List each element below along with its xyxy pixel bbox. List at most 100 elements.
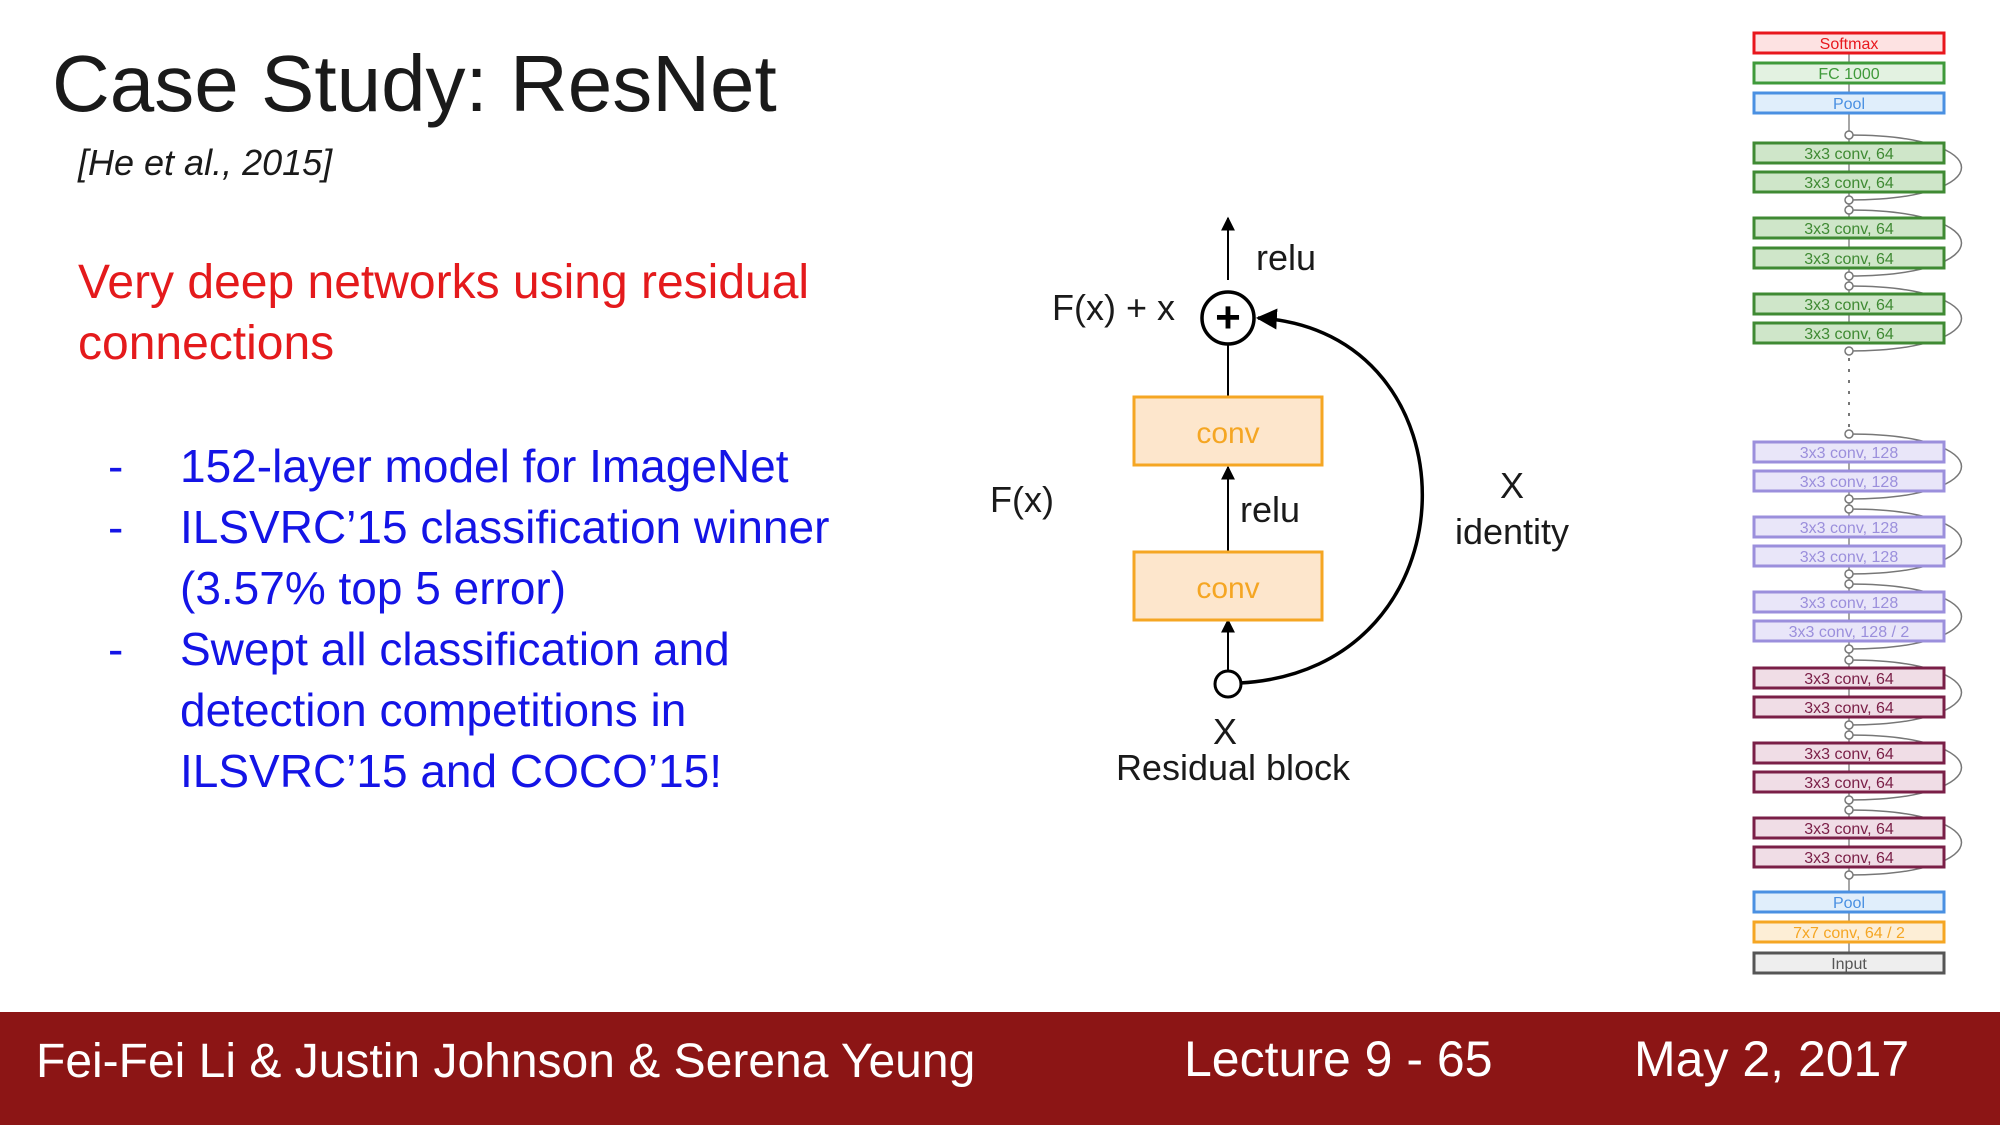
stack-junction-dot bbox=[1844, 429, 1854, 439]
bullet-item: - Swept all classification and detection … bbox=[108, 619, 908, 802]
stack-junction-dot bbox=[1844, 655, 1854, 665]
slide-title: Case Study: ResNet bbox=[52, 39, 777, 128]
stack-layer-label: 3x3 conv, 64 bbox=[1804, 700, 1894, 717]
residual-block-caption: Residual block bbox=[1116, 747, 1351, 788]
stack-layer-box bbox=[1752, 741, 1946, 765]
stack-layer-label: 3x3 conv, 64 bbox=[1804, 175, 1894, 192]
stack-layer-box bbox=[1752, 292, 1946, 316]
skip-connection-arc bbox=[1848, 209, 1963, 277]
residual-block-diagram: conv conv + relu F(x) + x relu F(x) X id… bbox=[990, 216, 1569, 788]
skip-connection-arc bbox=[1848, 433, 1963, 500]
bullet-marker: - bbox=[108, 440, 124, 492]
stack-layer-label: 3x3 conv, 64 bbox=[1804, 251, 1894, 268]
stack-layer-label: 3x3 conv, 64 bbox=[1804, 671, 1894, 688]
addition-node bbox=[1200, 290, 1256, 346]
stack-junction-dot bbox=[1844, 494, 1854, 504]
stack-layer-label: 3x3 conv, 64 bbox=[1804, 746, 1894, 763]
input-label: X bbox=[1213, 711, 1237, 752]
bullet-list: - 152-layer model for ImageNet - ILSVRC’15… bbox=[108, 436, 908, 802]
bullet-text: Swept all classification and detection c… bbox=[180, 623, 730, 797]
conv-box-top bbox=[1132, 395, 1324, 467]
stack-layer-box bbox=[1752, 816, 1946, 840]
stack-layer-label: FC 1000 bbox=[1818, 66, 1879, 83]
output-label: F(x) + x bbox=[1052, 287, 1175, 328]
relu-label-mid: relu bbox=[1240, 489, 1300, 530]
stack-junction-dot bbox=[1844, 730, 1854, 740]
footer-date: May 2, 2017 bbox=[1634, 1031, 1910, 1087]
stack-layer-box bbox=[1752, 141, 1946, 165]
stack-layer-label: 7x7 conv, 64 / 2 bbox=[1793, 925, 1905, 942]
input-node bbox=[1213, 669, 1243, 699]
stack-junction-dot bbox=[1844, 205, 1854, 215]
stack-layer-label: 3x3 conv, 64 bbox=[1804, 326, 1894, 343]
stack-junction-dot bbox=[1844, 795, 1854, 805]
stack-layer-label: 3x3 conv, 128 bbox=[1800, 445, 1899, 462]
skip-label-identity: identity bbox=[1455, 511, 1569, 552]
bullet-text: ILSVRC’15 classification winner (3.57% t… bbox=[180, 501, 830, 614]
stack-junction-dot bbox=[1844, 195, 1854, 205]
stack-junction-dot bbox=[1844, 805, 1854, 815]
stack-layer-box bbox=[1752, 890, 1946, 914]
stack-layer-label: 3x3 conv, 64 bbox=[1804, 221, 1894, 238]
stack-layer-box bbox=[1752, 920, 1946, 944]
stack-junction-dot bbox=[1844, 281, 1854, 291]
fx-label: F(x) bbox=[990, 479, 1054, 520]
stack-layer-box bbox=[1752, 770, 1946, 794]
stack-layer-box bbox=[1752, 666, 1946, 690]
stack-layer-box bbox=[1752, 951, 1946, 975]
stack-layer-box bbox=[1752, 619, 1946, 643]
stack-layer-label: 3x3 conv, 128 / 2 bbox=[1789, 624, 1910, 641]
stack-layer-box bbox=[1752, 321, 1946, 345]
skip-label-x: X bbox=[1500, 465, 1524, 506]
stack-junction-dot bbox=[1844, 569, 1854, 579]
stack-junction-dot bbox=[1844, 870, 1854, 880]
stack-junction-dot bbox=[1844, 130, 1854, 140]
stack-layer-box bbox=[1752, 695, 1946, 719]
stack-layer-box bbox=[1752, 440, 1946, 464]
footer-authors: Fei-Fei Li & Justin Johnson & Serena Yeu… bbox=[36, 1035, 976, 1088]
stack-junction-dot bbox=[1844, 644, 1854, 654]
stack-junction-dot bbox=[1844, 504, 1854, 514]
bullet-marker: - bbox=[108, 623, 124, 675]
skip-connection-arc bbox=[1848, 734, 1963, 801]
stack-layer-label: 3x3 conv, 64 bbox=[1804, 850, 1894, 867]
stack-layer-label: 3x3 conv, 64 bbox=[1804, 775, 1894, 792]
stack-layer-label: Softmax bbox=[1820, 36, 1879, 53]
stack-layer-box bbox=[1752, 845, 1946, 869]
stack-layer-box bbox=[1752, 515, 1946, 539]
stack-layer-label: 3x3 conv, 64 bbox=[1804, 297, 1894, 314]
skip-connection-arc bbox=[1848, 809, 1963, 876]
skip-connection-arrow bbox=[1239, 308, 1425, 685]
stack-layer-box bbox=[1752, 61, 1946, 85]
stack-layer-box bbox=[1752, 31, 1946, 55]
stack-layer-box bbox=[1752, 544, 1946, 568]
citation: [He et al., 2015] bbox=[78, 142, 333, 183]
bullet-text: 152-layer model for ImageNet bbox=[180, 440, 789, 492]
stack-layer-label: 3x3 conv, 128 bbox=[1800, 520, 1899, 537]
stack-layer-label: Pool bbox=[1833, 96, 1865, 113]
stack-layer-label: Input bbox=[1831, 956, 1867, 973]
stack-layer-box bbox=[1752, 469, 1946, 493]
stack-layer-box bbox=[1752, 590, 1946, 614]
headline: Very deep networks using residual connec… bbox=[78, 256, 810, 370]
conv-label-top: conv bbox=[1196, 417, 1259, 450]
stack-layer-label: 3x3 conv, 128 bbox=[1800, 474, 1899, 491]
stack-layer-box bbox=[1752, 170, 1946, 194]
stack-junction-dot bbox=[1844, 720, 1854, 730]
stack-junction-dot bbox=[1844, 579, 1854, 589]
skip-connection-arc bbox=[1848, 659, 1963, 726]
bullet-item: - ILSVRC’15 classification winner (3.57% … bbox=[108, 497, 908, 619]
stack-junction-dot bbox=[1844, 346, 1854, 356]
stack-layer-label: 3x3 conv, 128 bbox=[1800, 549, 1899, 566]
relu-label-top: relu bbox=[1256, 237, 1316, 278]
bullet-marker: - bbox=[108, 501, 124, 553]
conv-label-bottom: conv bbox=[1196, 572, 1259, 605]
stack-layer-box bbox=[1752, 216, 1946, 240]
conv-box-bottom bbox=[1132, 550, 1324, 622]
stack-layer-label: 3x3 conv, 64 bbox=[1804, 821, 1894, 838]
skip-connection-arc bbox=[1848, 285, 1963, 352]
skip-connection-arc bbox=[1848, 508, 1963, 575]
footer-bar bbox=[0, 1012, 2000, 1125]
stack-junction-dot bbox=[1844, 271, 1854, 281]
